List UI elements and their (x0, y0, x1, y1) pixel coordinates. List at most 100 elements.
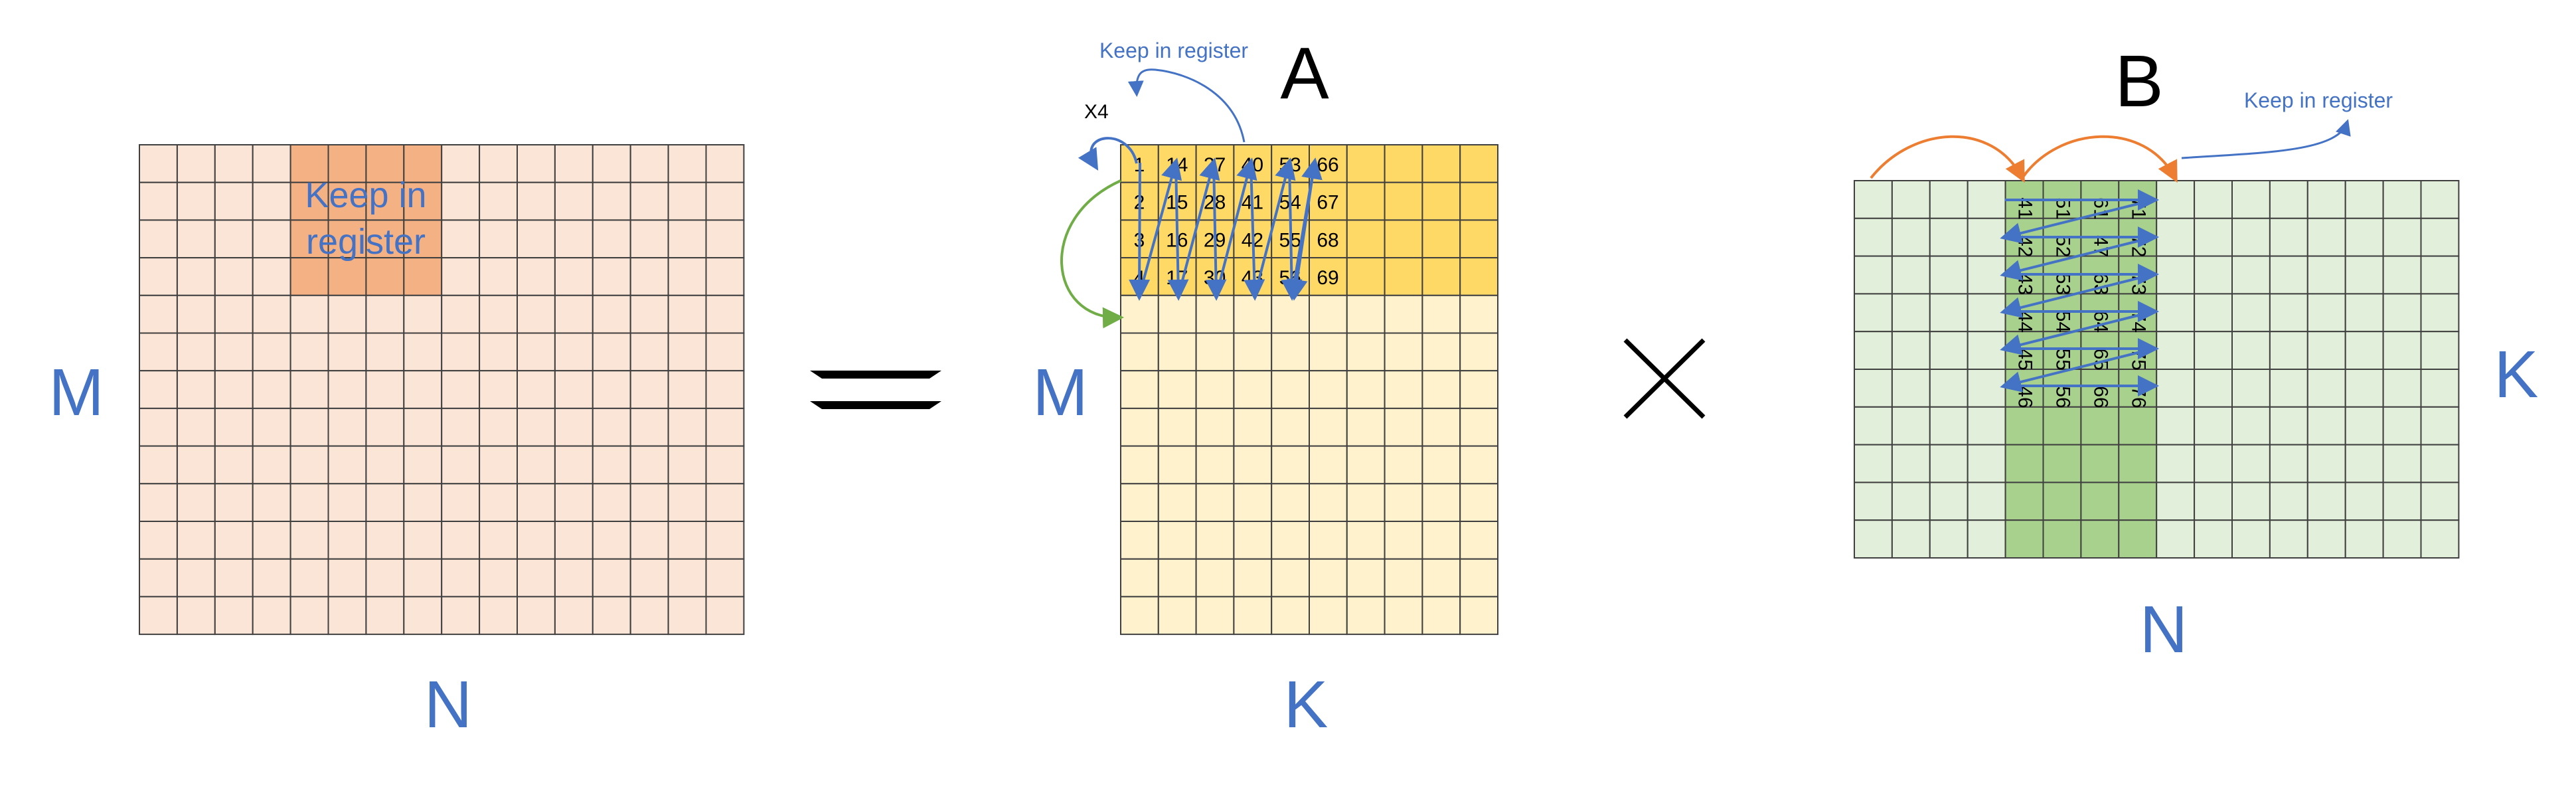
grid-cell (479, 445, 518, 485)
grid-cell (1233, 332, 1273, 372)
grid-cell (403, 483, 443, 522)
grid-cell (2382, 255, 2422, 295)
grid-cell (667, 445, 707, 485)
matrix-b-number: 76 (2127, 386, 2149, 408)
grid-cell (139, 521, 178, 560)
grid-cell (2231, 293, 2271, 333)
grid-cell (705, 558, 745, 598)
grid-cell (2382, 444, 2422, 483)
grid-cell (365, 257, 405, 296)
grid-cell (1421, 483, 1461, 522)
grid-cell (479, 181, 518, 221)
b-register-arrow (2181, 119, 2351, 159)
grid-cell (2420, 406, 2460, 446)
grid-cell (2194, 255, 2233, 295)
grid-cell (1421, 181, 1461, 221)
grid-cell (441, 407, 481, 447)
grid-cell (1384, 558, 1423, 598)
grid-cell (1271, 483, 1310, 522)
matrix-b-number: 42 (2014, 235, 2036, 257)
grid-cell (1309, 257, 1348, 296)
grid-cell (139, 219, 178, 259)
grid-cell (2420, 255, 2460, 295)
grid-cell (1929, 255, 1969, 295)
grid-cell (1309, 558, 1348, 598)
grid-cell (1195, 294, 1235, 334)
grid-cell (1309, 370, 1348, 409)
grid-cell (2231, 180, 2271, 219)
grid-cell (2420, 482, 2460, 521)
grid-cell (1271, 558, 1310, 598)
grid-cell (2382, 180, 2422, 219)
grid-cell (1346, 521, 1386, 560)
grid-cell (517, 596, 556, 636)
grid-cell (214, 370, 254, 409)
grid-cell (214, 445, 254, 485)
grid-cell (1929, 444, 1969, 483)
grid-cell (365, 370, 405, 409)
grid-cell (139, 332, 178, 372)
grid-cell (1120, 521, 1159, 560)
grid-cell (2080, 519, 2120, 559)
grid-cell (176, 219, 216, 259)
grid-cell (139, 294, 178, 334)
grid-cell (2118, 406, 2158, 446)
grid-cell (1384, 332, 1423, 372)
grid-cell (2194, 406, 2233, 446)
grid-cell (667, 370, 707, 409)
grid-cell (517, 332, 556, 372)
grid-cell (441, 219, 481, 259)
grid-cell (517, 294, 556, 334)
grid-cell (1967, 444, 2006, 483)
matrix-a-arrows (1129, 157, 1323, 301)
grid-cell (2344, 293, 2384, 333)
grid-cell (1854, 519, 1893, 559)
grid-cell (2382, 217, 2422, 257)
grid-cell (2194, 369, 2233, 408)
grid-cell (2118, 519, 2158, 559)
matrix-a-note: Keep in register (1099, 39, 1248, 62)
grid-cell (2231, 369, 2271, 408)
grid-cell (1157, 332, 1197, 372)
grid-cell (2194, 217, 2233, 257)
grid-cell (554, 445, 594, 485)
grid-cell (252, 596, 291, 636)
grid-cell (1459, 144, 1498, 183)
grid-cell (1459, 332, 1498, 372)
grid-cell (365, 445, 405, 485)
grid-cell (554, 144, 594, 183)
grid-cell (1195, 521, 1235, 560)
grid-cell (1891, 369, 1931, 408)
grid-cell (629, 596, 669, 636)
grid-cell (2306, 482, 2346, 521)
grid-cell (289, 407, 329, 447)
grid-cell (1421, 219, 1461, 259)
matrix-b-number: 46 (2014, 386, 2036, 408)
matrix-b-title: B (2115, 41, 2163, 122)
grid-cell (1346, 558, 1386, 598)
grid-cell (1346, 294, 1386, 334)
grid-cell (1891, 406, 1931, 446)
grid-cell (1929, 293, 1969, 333)
grid-cell (1967, 255, 2006, 295)
grid-cell (517, 144, 556, 183)
grid-cell (517, 407, 556, 447)
grid-cell (139, 407, 178, 447)
grid-cell (289, 144, 329, 183)
grid-cell (517, 483, 556, 522)
matrix-a-number: 67 (1317, 192, 1338, 214)
matrix-a-number: 68 (1317, 229, 1338, 251)
grid-cell (139, 144, 178, 183)
grid-cell (629, 521, 669, 560)
grid-cell (2042, 482, 2082, 521)
grid-cell (629, 294, 669, 334)
grid-cell (1157, 294, 1197, 334)
grid-cell (1157, 558, 1197, 598)
grid-cell (252, 445, 291, 485)
matrix-b-number: 56 (2052, 386, 2074, 408)
grid-cell (1854, 293, 1893, 333)
grid-cell (1309, 596, 1348, 636)
grid-cell (479, 407, 518, 447)
grid-cell (2156, 255, 2196, 295)
grid-cell (327, 596, 367, 636)
